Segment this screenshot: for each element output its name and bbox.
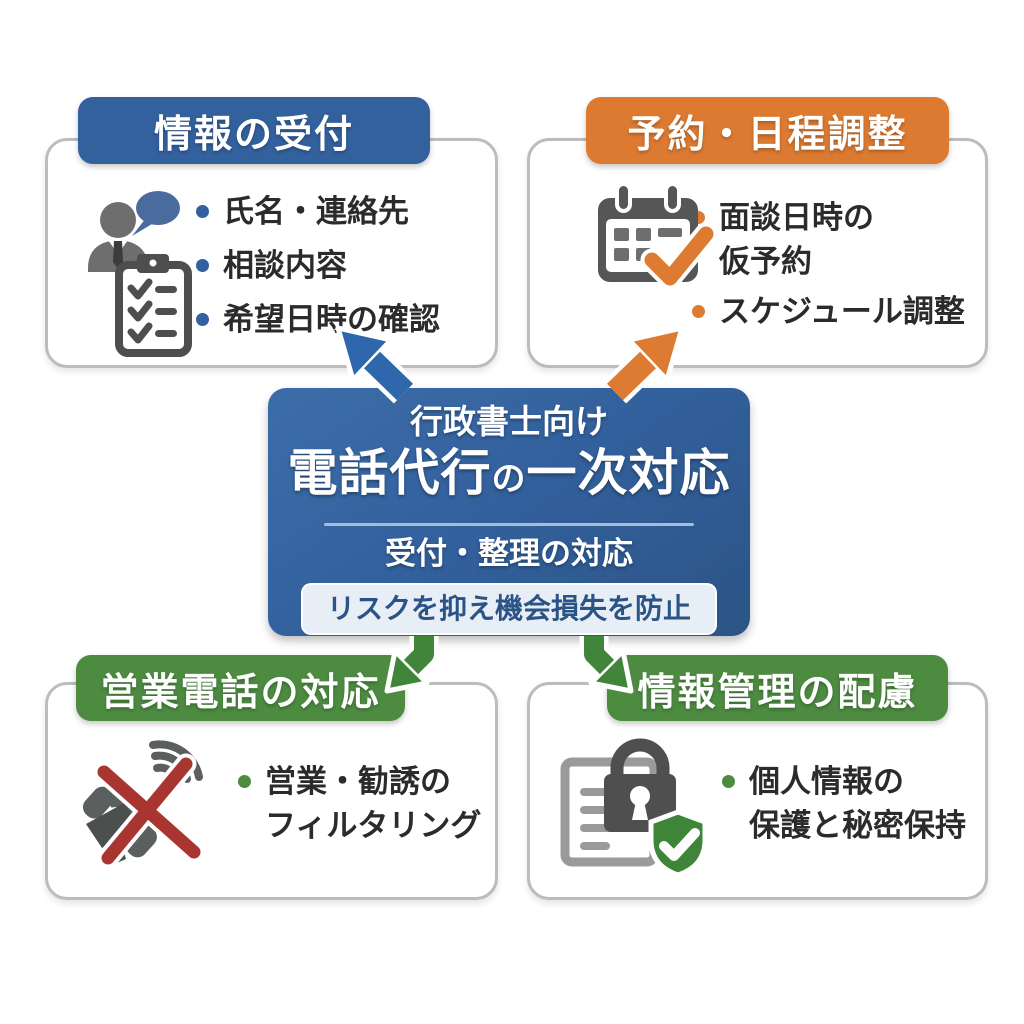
center-title-particle: の — [491, 460, 527, 498]
blocked-sales-call-icon — [82, 740, 205, 869]
bullet-list-scheduling: 面談日時の 仮予約 スケジュール調整 — [692, 196, 977, 340]
list-item: 営業・勧誘の フィルタリング — [238, 760, 488, 848]
bullet-text: 希望日時の確認 — [223, 302, 440, 337]
center-benefit-badge: リスクを抑え機会損失を防止 — [300, 583, 717, 635]
bullet-text: 営業・勧誘の フィルタリング — [265, 764, 482, 843]
list-item: 個人情報の 保護と秘密保持 — [722, 760, 977, 848]
list-item: 氏名・連絡先 — [196, 190, 476, 234]
divider-line — [324, 523, 694, 526]
bullet-dot — [238, 775, 251, 788]
header-info-intake: 情報の受付 — [78, 97, 430, 164]
header-sales-calls: 営業電話の対応 — [76, 655, 405, 721]
bullet-text: スケジュール調整 — [719, 294, 965, 329]
bullet-dot — [692, 305, 705, 318]
bullet-text: 相談内容 — [223, 248, 347, 283]
bullet-dot — [196, 259, 209, 272]
bullet-dot — [722, 775, 735, 788]
bullet-list-info-intake: 氏名・連絡先 相談内容 希望日時の確認 — [196, 190, 476, 352]
person-consult-clipboard-icon — [88, 191, 192, 357]
center-title-main: 電話代行 — [287, 445, 492, 501]
center-service-box: 行政書士向け 電話代行の一次対応 受付・整理の対応 リスクを抑え機会損失を防止 — [268, 388, 750, 636]
center-subtitle: 受付・整理の対応 — [385, 536, 633, 571]
bullet-text: 氏名・連絡先 — [223, 194, 409, 229]
list-item: 面談日時の 仮予約 — [692, 196, 977, 284]
center-title: 電話代行の一次対応 — [288, 442, 731, 517]
privacy-protection-icon — [560, 738, 708, 878]
bullet-list-info-management: 個人情報の 保護と秘密保持 — [722, 760, 977, 848]
list-item: スケジュール調整 — [692, 290, 977, 334]
center-audience-label: 行政書士向け — [410, 403, 608, 440]
center-title-tail: 一次対応 — [526, 445, 731, 501]
bullet-dot — [196, 313, 209, 326]
bullet-dot — [196, 205, 209, 218]
list-item: 相談内容 — [196, 244, 476, 288]
bullet-text: 面談日時の 仮予約 — [719, 200, 874, 279]
list-item: 希望日時の確認 — [196, 298, 476, 342]
bullet-text: 個人情報の 保護と秘密保持 — [749, 764, 966, 843]
bullet-list-sales-calls: 営業・勧誘の フィルタリング — [238, 760, 488, 848]
header-info-management: 情報管理の配慮 — [607, 655, 948, 721]
header-scheduling: 予約・日程調整 — [586, 97, 949, 164]
calendar-check-icon — [598, 182, 714, 290]
